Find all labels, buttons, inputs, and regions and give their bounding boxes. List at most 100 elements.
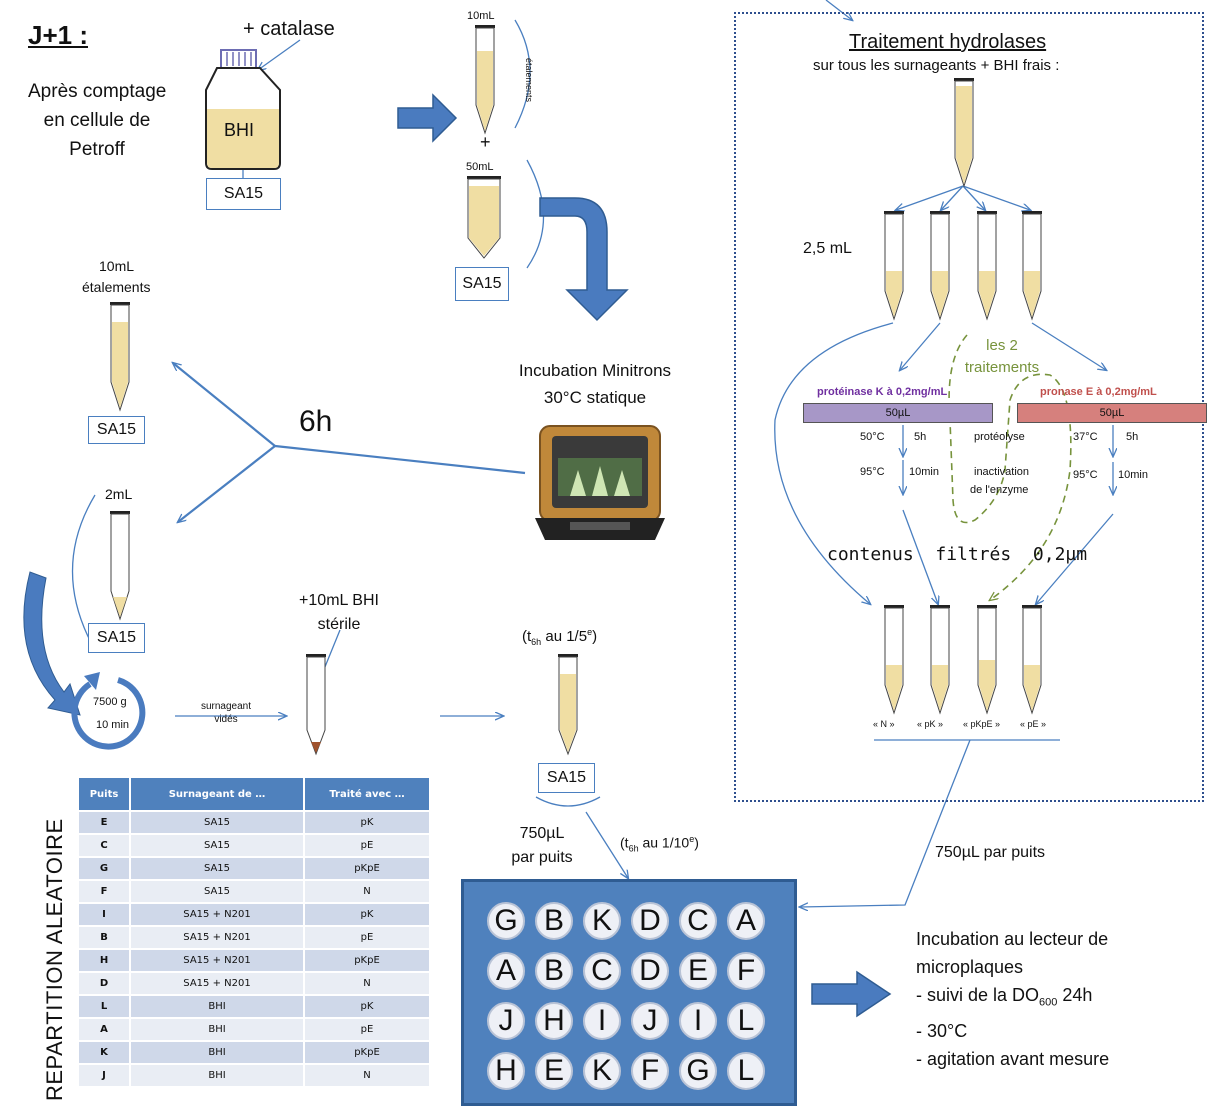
source-tube	[954, 78, 974, 188]
table-header-row: Puits Surnageant de … Traité avec …	[77, 776, 431, 812]
supernatant-cell: SA15 + N201	[129, 948, 305, 973]
well-cell: G	[77, 856, 131, 881]
reader-line2: microplaques	[916, 957, 1024, 977]
dilution2-post: au 1/10	[638, 834, 690, 851]
plate-well: G	[487, 902, 525, 940]
proteinase-k-name: protéinase K à 0,2mg/mL	[817, 386, 948, 398]
tube-50ml	[467, 176, 501, 259]
well-cell: F	[77, 879, 131, 904]
left-tube1-vol: 10mL	[99, 258, 135, 274]
tube-10ml	[475, 25, 495, 135]
aliquot-tubes	[884, 211, 1042, 321]
dilution2-sup: e	[689, 834, 695, 844]
plate-well: F	[631, 1052, 669, 1090]
plate-well: H	[487, 1052, 525, 1090]
plate-well: D	[631, 902, 669, 940]
reader-text: Incubation au lecteur de microplaques - …	[916, 925, 1109, 1073]
tube-label-pk: « pK »	[917, 719, 944, 729]
supernatant-cell: SA15	[129, 833, 305, 858]
dilution2-pre: (t	[620, 834, 629, 851]
plate-well: L	[727, 1002, 765, 1040]
treatment-cell: N	[303, 971, 431, 996]
dilution1-sup: e	[587, 627, 593, 637]
plate-well: A	[727, 902, 765, 940]
supernatant-cell: BHI	[129, 1063, 305, 1088]
reader-line4: - 30°C	[916, 1020, 968, 1041]
dilution-1-10: (t6h au 1/10e)	[620, 834, 699, 853]
well-cell: D	[77, 971, 131, 996]
step-inactivation-1: inactivation	[974, 466, 1030, 478]
left-tube2-strain: SA15	[88, 623, 145, 653]
k-time2: 10min	[909, 466, 939, 478]
reader-line3-pre: - suivi de la DO	[916, 985, 1040, 1005]
step-proteolysis: protéolyse	[974, 431, 1025, 443]
intro-text: Après comptage en cellule de Petroff	[28, 77, 166, 164]
well-cell: B	[77, 925, 131, 950]
supernatant-cell: SA15 + N201	[129, 902, 305, 927]
centrifuge-time: 10 min	[96, 719, 130, 731]
incubator-image	[535, 425, 665, 540]
both-line1: les 2	[986, 337, 1018, 354]
plate-well: D	[631, 952, 669, 990]
plate-well: G	[679, 1052, 717, 1090]
bhi-bottle	[205, 49, 281, 170]
supernatant-cell: BHI	[129, 1017, 305, 1042]
e-time2: 10min	[1118, 469, 1148, 481]
reader-line3: - suivi de la DO600 24h	[916, 981, 1109, 1017]
e-temp1: 37°C	[1073, 431, 1098, 443]
k-temp2: 95°C	[860, 466, 885, 478]
supernatant-cell: BHI	[129, 1040, 305, 1065]
incubation-text: Incubation Minitrons 30°C statique	[496, 357, 694, 411]
centrifuged-tube	[306, 654, 326, 756]
treatment-cell: N	[303, 1063, 431, 1088]
treatment-cell: pKpE	[303, 948, 431, 973]
supernatant-cell: SA15	[129, 879, 305, 904]
plate-well: C	[583, 952, 621, 990]
etalements-vertical: étalements	[524, 58, 534, 103]
plate-well: E	[535, 1052, 573, 1090]
centrifuge-speed: 7500 g	[93, 696, 127, 708]
per-well-line2: par puits	[511, 849, 573, 866]
treatment-cell: pE	[303, 1017, 431, 1042]
left-tube-10ml	[110, 302, 130, 412]
dilution-1-5: (t6h au 1/5e)	[522, 627, 597, 647]
incubation-line1: Incubation Minitrons	[518, 361, 672, 380]
step-inactivation-2: de l'enzyme	[970, 484, 1029, 496]
tube-50ml-strain: SA15	[455, 267, 509, 301]
proteinase-k-bar: 50µL	[803, 403, 993, 423]
pronase-e-name: pronase E à 0,2mg/mL	[1040, 386, 1157, 398]
supernatant-cell: SA15	[129, 810, 305, 835]
reader-line3-post: 24h	[1057, 985, 1093, 1005]
per-well-text: 750µL par puits	[497, 822, 587, 870]
well-cell: L	[77, 994, 131, 1019]
reader-line3-sub: 600	[1039, 996, 1058, 1009]
treatment-cell: pK	[303, 810, 431, 835]
both-line2: traitements	[964, 359, 1040, 376]
dilution2-sub: 6h	[628, 843, 639, 854]
intro-line1: Après comptage	[28, 81, 167, 102]
supernatant-line1: surnageant	[200, 701, 252, 712]
treatment-cell: pKpE	[303, 1040, 431, 1065]
bhi-add-line1: +10mL BHI	[299, 592, 379, 609]
plate-well: E	[679, 952, 717, 990]
repartition-label: REPARTITION ALEATOIRE	[42, 818, 67, 1101]
plate-well: B	[535, 952, 573, 990]
plate-well: K	[583, 1052, 621, 1090]
supernatant-text: surnageant vidés	[178, 700, 274, 726]
well-cell: K	[77, 1040, 131, 1065]
plate-well: J	[487, 1002, 525, 1040]
reader-line1: Incubation au lecteur de	[916, 929, 1109, 949]
e-temp2: 95°C	[1073, 469, 1098, 481]
pronase-e-bar: 50µL	[1017, 403, 1207, 423]
left-tube1-strain: SA15	[88, 416, 145, 444]
well-cell: H	[77, 948, 131, 973]
bottle-medium: BHI	[224, 120, 255, 140]
incubation-line2: 30°C statique	[543, 388, 647, 407]
